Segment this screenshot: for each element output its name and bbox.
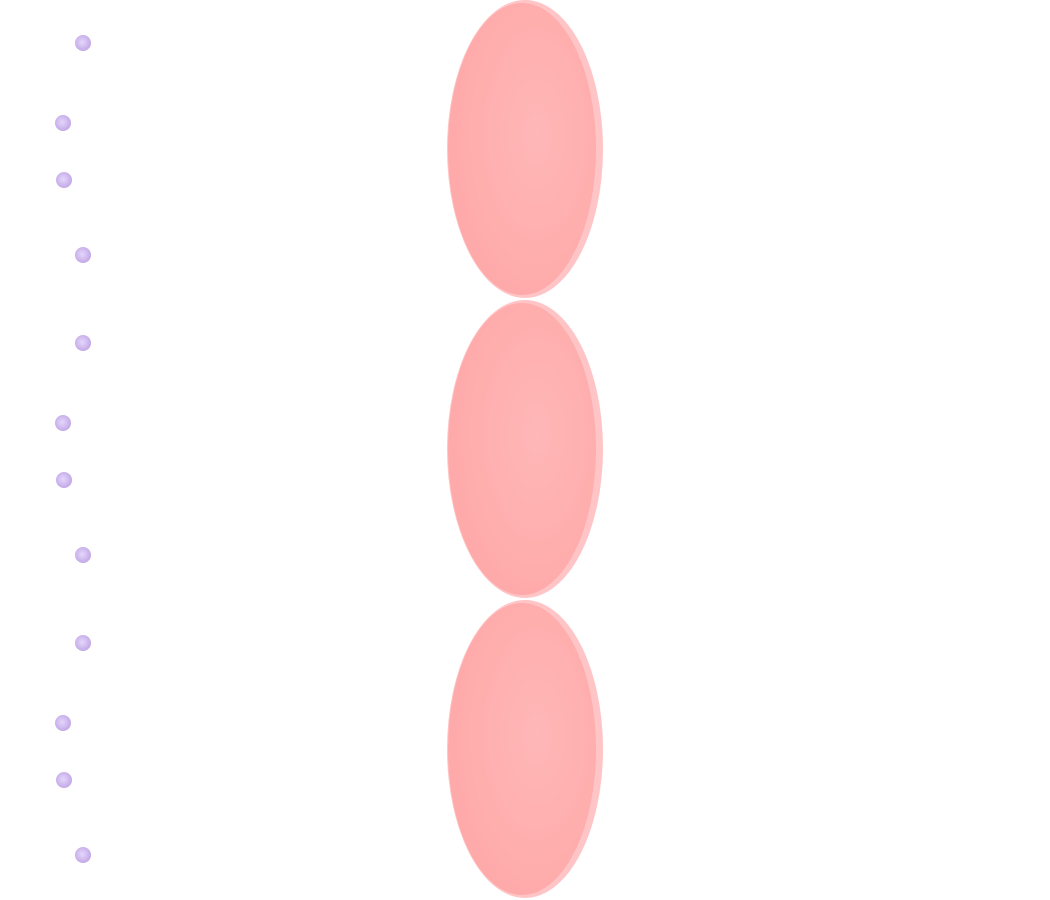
- group-2: [52, 300, 603, 598]
- rod-bar: [53, 169, 469, 191]
- rod-bar: [72, 632, 488, 654]
- rod-bar: [72, 544, 488, 566]
- rod-bar: [72, 332, 488, 354]
- ellipse-head: [447, 600, 603, 898]
- rod-bar: [53, 469, 469, 491]
- group-1: [52, 0, 603, 298]
- rod-bar: [52, 412, 468, 434]
- rod-bar: [72, 244, 488, 266]
- diagram-layer: [52, 0, 603, 898]
- ellipse-head: [447, 300, 603, 598]
- ellipse-head: [447, 0, 603, 298]
- rod-bar: [72, 32, 488, 54]
- rod-bar: [52, 712, 468, 734]
- group-3: [52, 600, 603, 898]
- rod-bar: [53, 769, 469, 791]
- rod-bar: [72, 844, 488, 866]
- rod-bar: [52, 112, 468, 134]
